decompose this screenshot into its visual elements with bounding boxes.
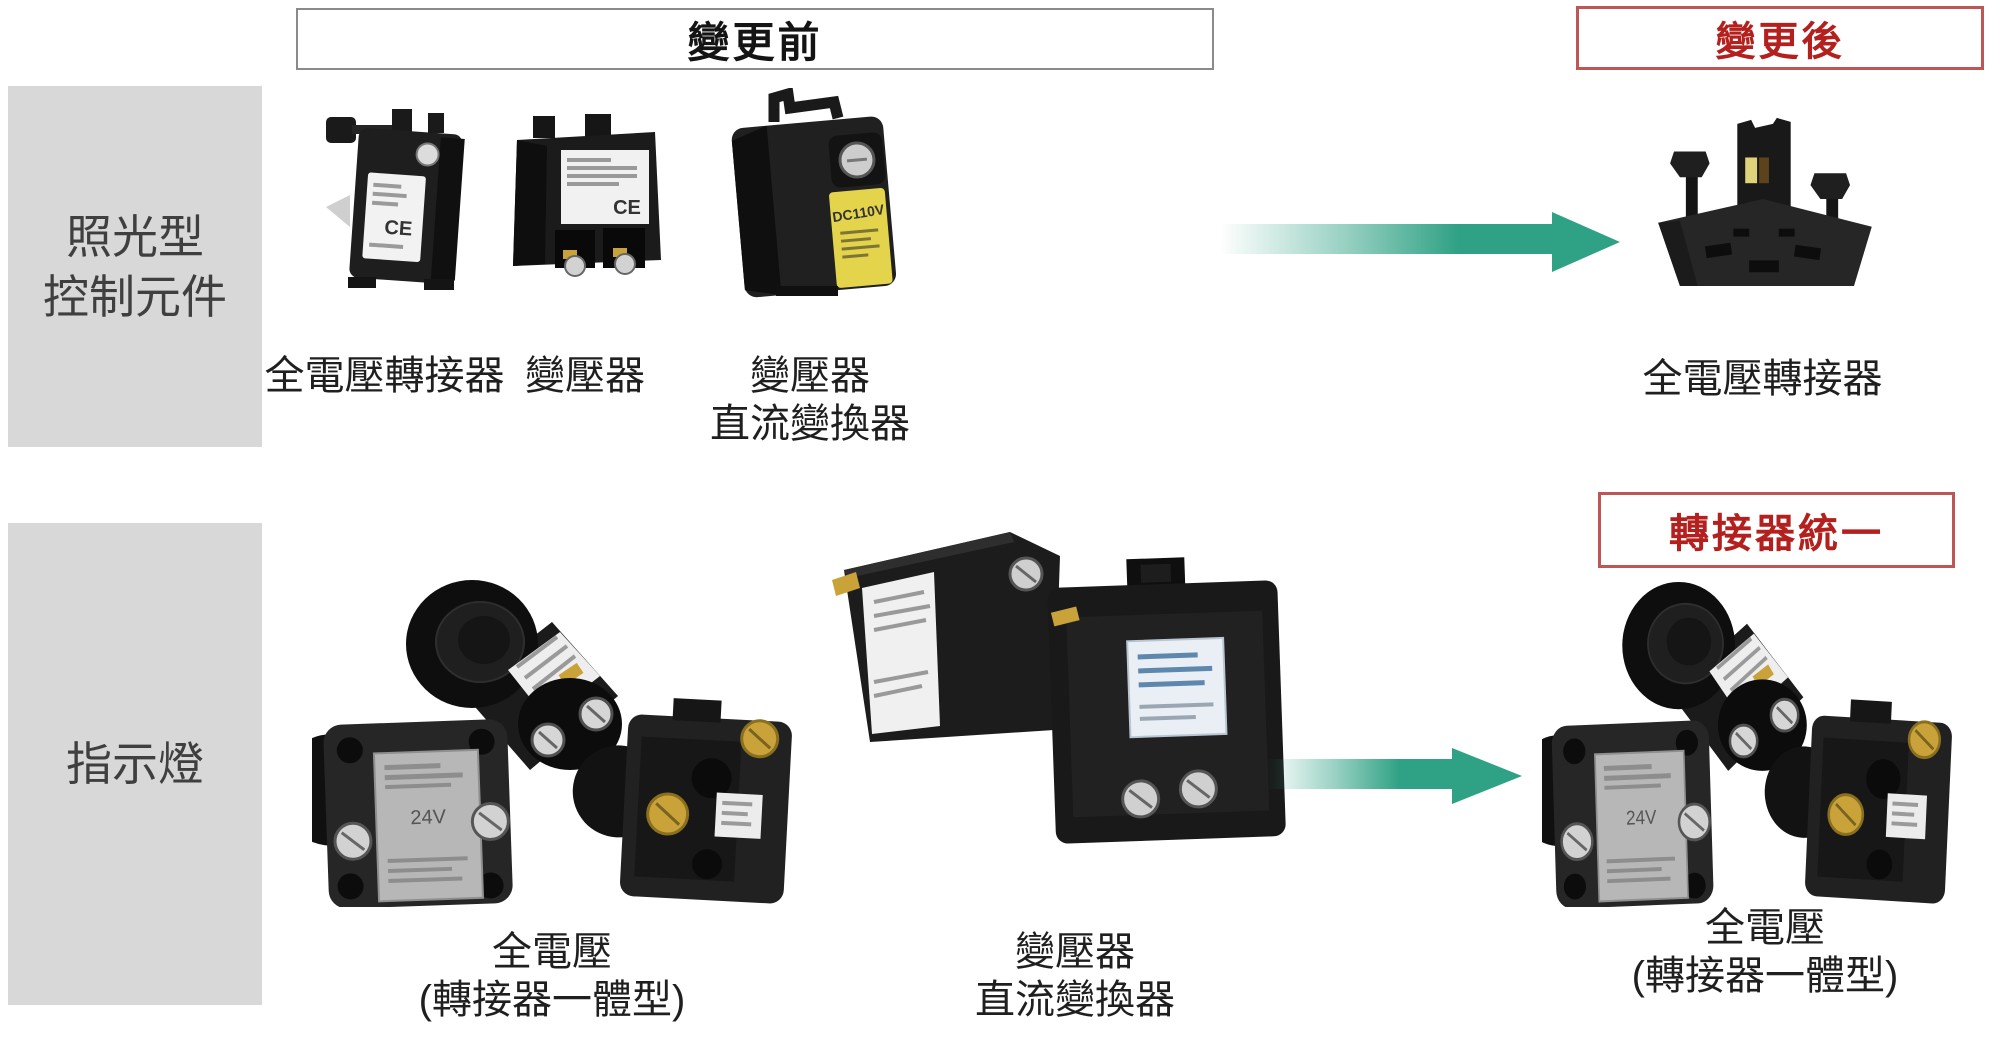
unified-adapter-photo [1650, 112, 1878, 290]
label-row2-transformer-dc-line1: 變壓器 [1015, 930, 1135, 974]
sidebar-category-illuminated: 照光型 控制元件 [8, 86, 262, 447]
unify-banner-box: 轉接器統一 [1598, 492, 1955, 568]
transformer-dc-converter-photo [718, 88, 908, 298]
transformer-photo [505, 112, 665, 277]
before-header-label: 變更前 [687, 18, 823, 66]
label-row2-after-full-voltage: 全電壓 (轉接器一體型) [1615, 904, 1915, 1000]
pilot-light-unified-cluster-photo [1542, 574, 1952, 907]
label-row2-transformer-dc: 變壓器 直流變換器 [925, 928, 1225, 1024]
label-row2-after-full-voltage-line2: (轉接器一體型) [1631, 954, 1899, 998]
sidebar-category-illuminated-line1: 照光型 [66, 210, 204, 263]
pilot-light-full-voltage-cluster-photo [312, 572, 792, 907]
unify-banner-label: 轉接器統一 [1669, 512, 1884, 556]
label-row2-transformer-dc-line2: 直流變換器 [975, 978, 1175, 1022]
label-row1-transformer-dc: 變壓器 直流變換器 [700, 352, 920, 448]
label-row1-after-adapter: 全電壓轉接器 [1642, 357, 1883, 401]
label-row2-full-voltage-line1: 全電壓 [492, 930, 612, 974]
label-row2-full-voltage: 全電壓 (轉接器一體型) [402, 928, 702, 1024]
full-voltage-adapter-photo [320, 105, 480, 290]
before-header-box: 變更前 [296, 8, 1214, 70]
sidebar-category-pilot-light: 指示燈 [8, 523, 262, 1005]
unify-arrow-icon [1266, 748, 1522, 804]
label-row1-transformer: 變壓器 [525, 354, 645, 398]
sidebar-category-illuminated-line2: 控制元件 [43, 270, 227, 323]
label-row1-transformer-dc-line2: 直流變換器 [710, 402, 910, 446]
label-row1-transformer-dc-line1: 變壓器 [750, 354, 870, 398]
change-arrow-icon [1220, 212, 1620, 272]
after-header-box: 變更後 [1576, 6, 1984, 70]
label-row2-after-full-voltage-line1: 全電壓 [1705, 906, 1825, 950]
after-header-label: 變更後 [1715, 20, 1845, 64]
label-row1-adapter: 全電壓轉接器 [264, 354, 505, 398]
label-row2-full-voltage-line2: (轉接器一體型) [418, 978, 686, 1022]
sidebar-category-pilot-light-label: 指示燈 [66, 738, 204, 790]
pilot-light-transformer-pair-photo [832, 522, 1287, 857]
